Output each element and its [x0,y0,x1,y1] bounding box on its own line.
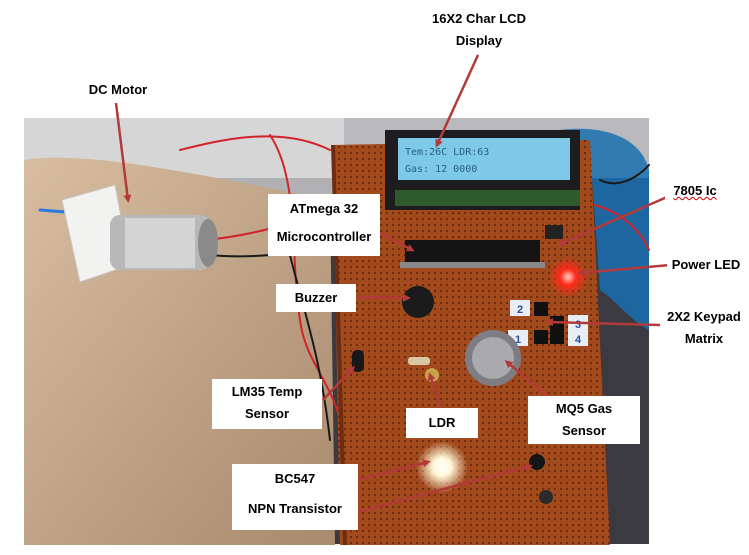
atmega-chip [400,240,545,268]
label-power-led: Power LED [667,254,745,276]
arrow-reg [557,195,668,246]
power-led-glow [548,257,588,297]
small-cap [539,490,553,504]
blue-tray [560,128,649,330]
white-led-glow [416,441,468,493]
label-bc547: BC547 NPN Transistor [232,464,358,530]
arrow-mq5 [504,360,548,397]
label-dc-motor: DC Motor [84,79,152,101]
lcd-module: Tem:26C LDR:63 Gas: 12 0000 [385,130,580,210]
lm35-part [352,350,364,372]
arrow-ldr [427,372,443,409]
dc-motor [61,184,218,283]
arrow-keypad [545,318,661,327]
key-1: 2 [517,304,523,316]
arrow-mcu [374,228,415,252]
label-7805: 7805 Ic [665,180,725,202]
lcd-row-2: Gas: 12 0000 [405,164,477,175]
label-mq5: MQ5 Gas Sensor [528,396,640,444]
regulator-7805 [545,225,563,239]
label-lm35: LM35 Temp Sensor [212,379,322,429]
key-3: 1 [515,334,521,346]
label-ldr: LDR [406,408,478,438]
bc547-part [529,454,545,470]
arrow-motor [114,102,132,203]
key-4: 4 [575,334,582,346]
mq5-sensor [465,330,521,386]
keypad: 2 3 1 4 [508,300,588,346]
arrow-lm35 [322,365,356,401]
arrow-led [577,263,671,277]
label-atmega: ATmega 32 Microcontroller [268,194,380,256]
arrow-lcd [435,54,480,148]
label-buzzer: Buzzer [276,284,356,312]
arrow-transistor-2 [356,463,533,514]
label-lcd: 16X2 Char LCD Display [425,8,533,52]
lcd-row-1: Tem:26C LDR:63 [405,147,489,158]
arrow-transistor [356,459,431,482]
annotation-arrows [114,54,671,514]
label-keypad: 2X2 Keypad Matrix [660,306,748,350]
buzzer-part [402,286,434,318]
arrow-buzzer [355,293,411,302]
key-2: 3 [575,319,581,331]
